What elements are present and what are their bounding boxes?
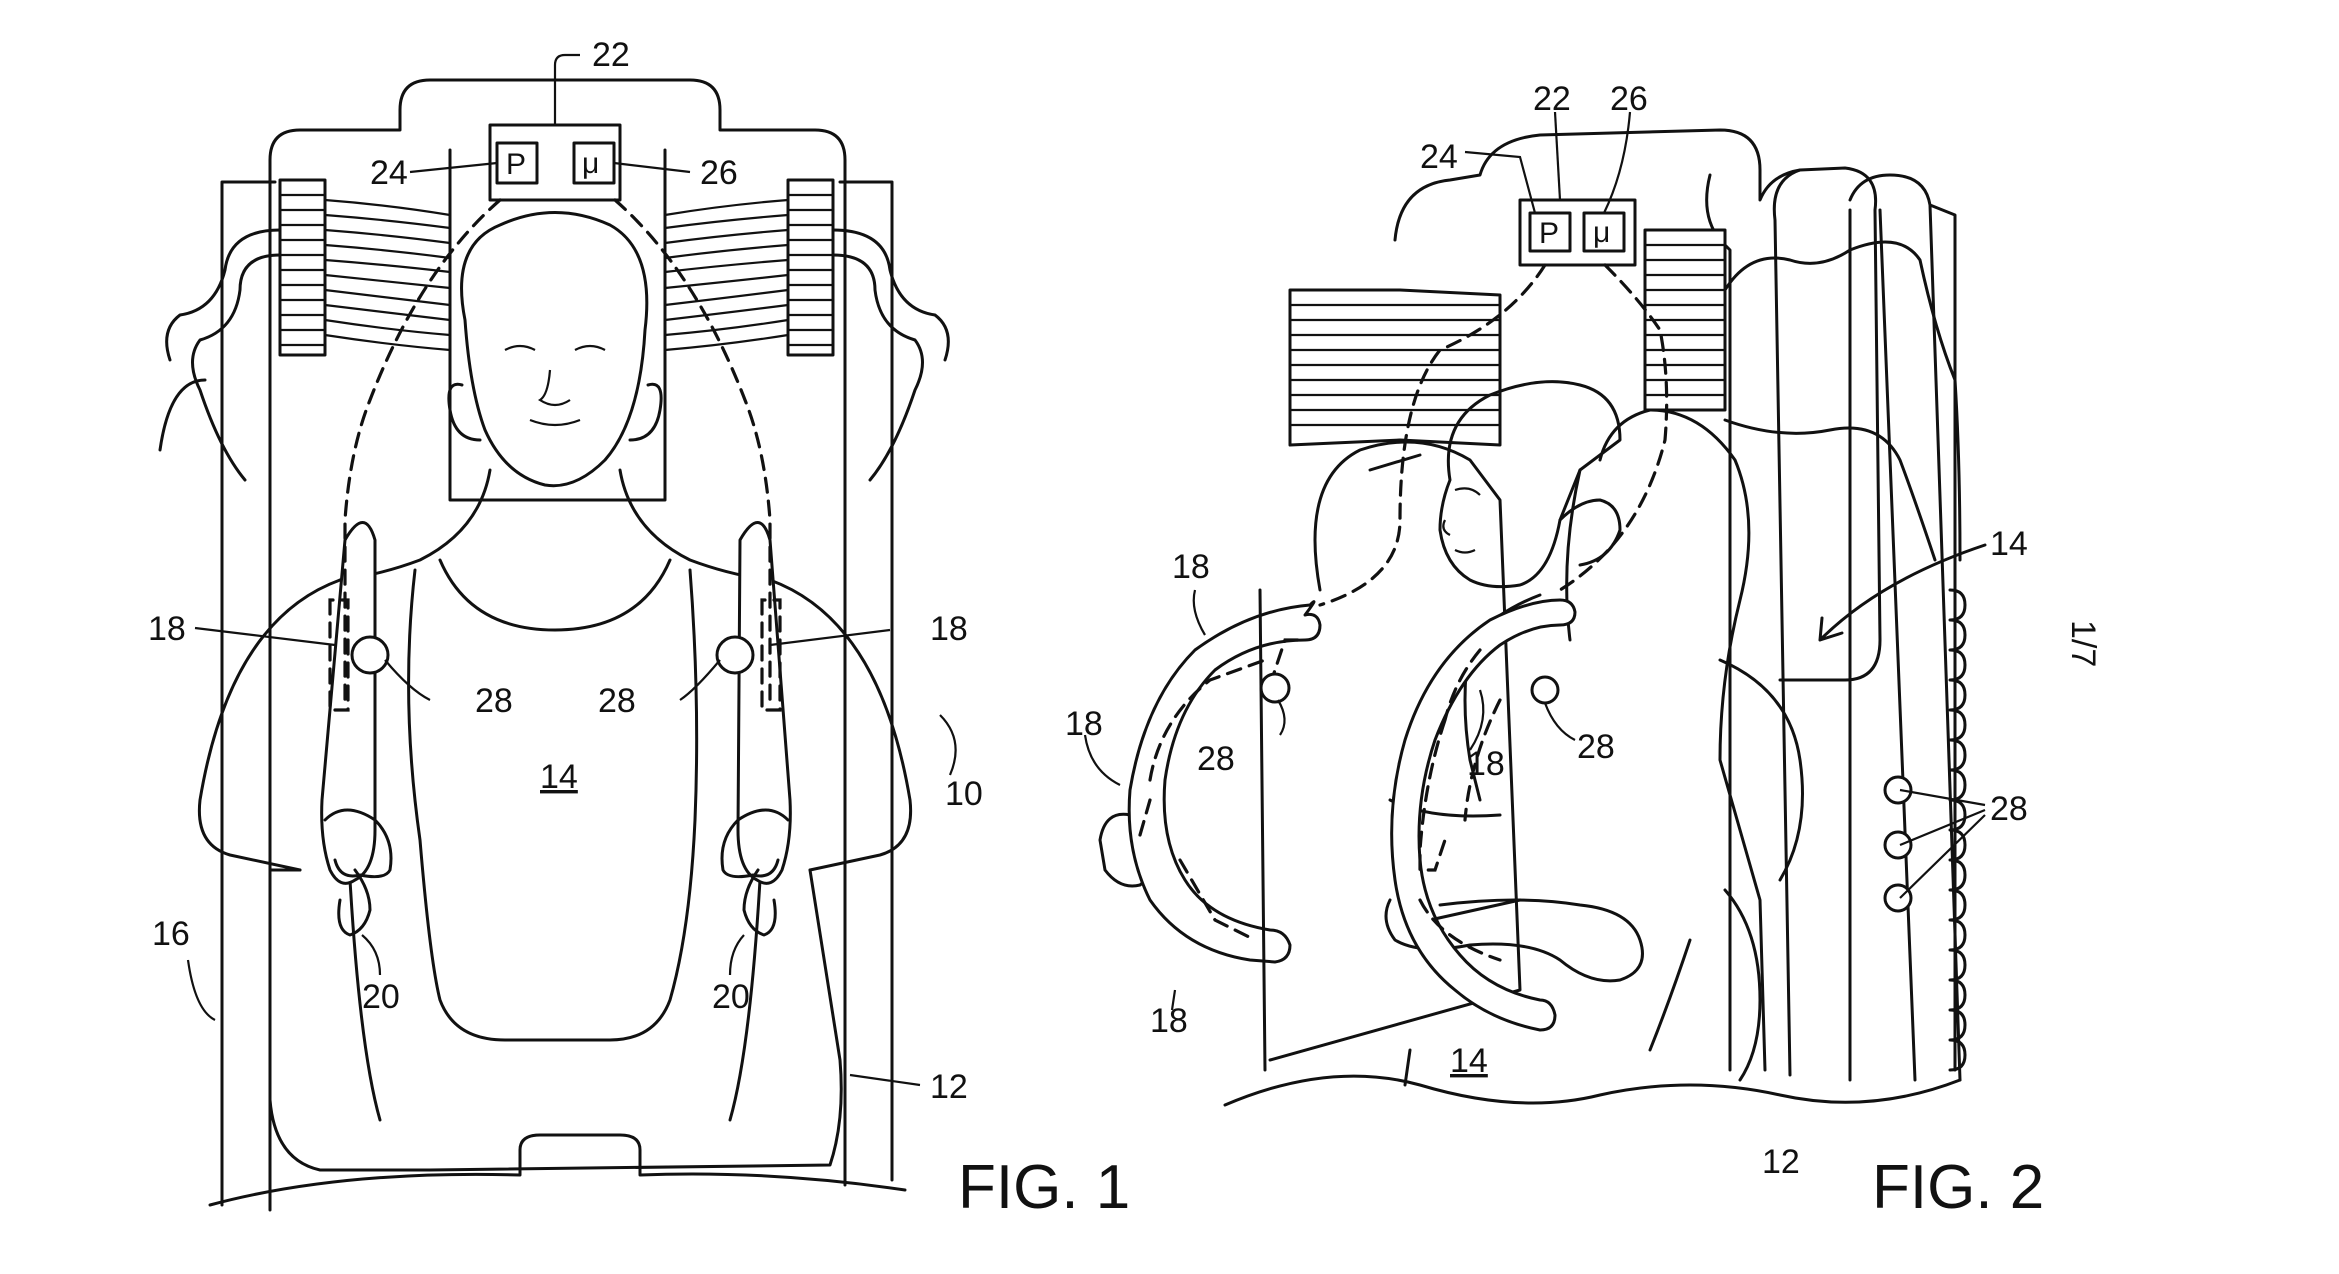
fig2-label-28-middle: 28 — [1577, 728, 1615, 766]
fig2-right-plates — [1643, 228, 1727, 412]
fig1-label-18-left: 18 — [148, 610, 186, 648]
fig2-processor-box — [1528, 211, 1572, 253]
fig2-box-p: P — [1539, 217, 1559, 250]
fig2-label-18-bottom: 18 — [1150, 1002, 1188, 1040]
fig2-person-head — [1438, 380, 1622, 589]
fig2-label-28-left: 28 — [1197, 740, 1235, 778]
fig1-box-p: P — [506, 148, 526, 181]
fig2-right-wiring — [1418, 263, 1669, 872]
fig2-label-12: 12 — [1762, 1143, 1800, 1181]
fig1-sensor-left — [350, 635, 390, 675]
fig2-micro-box — [1582, 211, 1626, 253]
fig2-box-mu: μ — [1593, 216, 1610, 249]
fig1-micro-box — [572, 141, 616, 185]
fig1-label-14: 14 — [540, 758, 578, 796]
fig1-right-wiring — [613, 198, 772, 702]
fig1-right-cable — [831, 228, 950, 482]
fig2-caption: FIG. 2 — [1872, 1153, 2044, 1222]
fig1-label-12: 12 — [930, 1068, 968, 1106]
fig2-tower — [1848, 173, 1962, 1082]
fig1-label-10: 10 — [945, 775, 983, 813]
fig1-label-26: 26 — [700, 154, 738, 192]
fig1-caption: FIG. 1 — [958, 1153, 1130, 1222]
fig1-left-cable — [158, 228, 282, 482]
fig2-cable — [1723, 240, 1962, 562]
fig1-label-28-right: 28 — [598, 682, 636, 720]
fig1-right-plates — [664, 178, 835, 357]
fig2-label-14: 14 — [1450, 1042, 1488, 1080]
fig1-label-28-left: 28 — [475, 682, 513, 720]
fig2-tower-sensor-3 — [1883, 883, 1913, 913]
fig2-label-14-arrow: 14 — [1990, 525, 2028, 563]
fig2-left-handle — [1127, 600, 1322, 964]
fig1-processor-box — [495, 141, 539, 185]
fig1-label-24: 24 — [370, 154, 408, 192]
fig2-label-22: 22 — [1533, 80, 1571, 118]
fig1-vehicle-frame — [220, 180, 894, 1212]
fig1-label-22: 22 — [592, 36, 630, 74]
fig2-left-plates — [1288, 288, 1502, 447]
fig1-person-torso — [338, 468, 772, 1042]
fig1-seat-top — [268, 78, 847, 592]
fig1-label-20-right: 20 — [712, 978, 750, 1016]
figure-2: P μ — [1065, 80, 2044, 1222]
fig2-label-18-top: 18 — [1172, 548, 1210, 586]
sheet-number: 1/7 — [2064, 620, 2102, 667]
fig2-label-24: 24 — [1420, 138, 1458, 176]
fig2-label-18-left: 18 — [1065, 705, 1103, 743]
fig1-left-handle — [320, 521, 377, 885]
fig2-label-18-right: 18 — [1467, 745, 1505, 783]
figure-1: P μ — [148, 36, 1130, 1222]
fig1-left-wiring — [343, 198, 502, 702]
fig1-right-handle — [736, 521, 792, 885]
fig1-box-mu: μ — [582, 147, 599, 180]
fig2-tower-sensor-1 — [1883, 775, 1913, 805]
fig1-person-head — [460, 211, 649, 488]
fig1-label-20-left: 20 — [362, 978, 400, 1016]
fig2-label-26: 26 — [1610, 80, 1648, 118]
fig2-sensor-28b — [1530, 675, 1560, 705]
fig1-label-16: 16 — [152, 915, 190, 953]
fig1-headrest — [448, 148, 667, 502]
fig2-sensor-28a — [1259, 672, 1291, 704]
fig2-label-28-tower: 28 — [1990, 790, 2028, 828]
fig2-seat-back — [1393, 128, 1882, 682]
fig1-label-18-right: 18 — [930, 610, 968, 648]
fig1-sensor-right — [715, 635, 755, 675]
fig2-left-wiring — [1268, 263, 1547, 687]
fig1-left-plates — [278, 178, 451, 357]
fig2-tower-sensor-2 — [1883, 830, 1913, 860]
